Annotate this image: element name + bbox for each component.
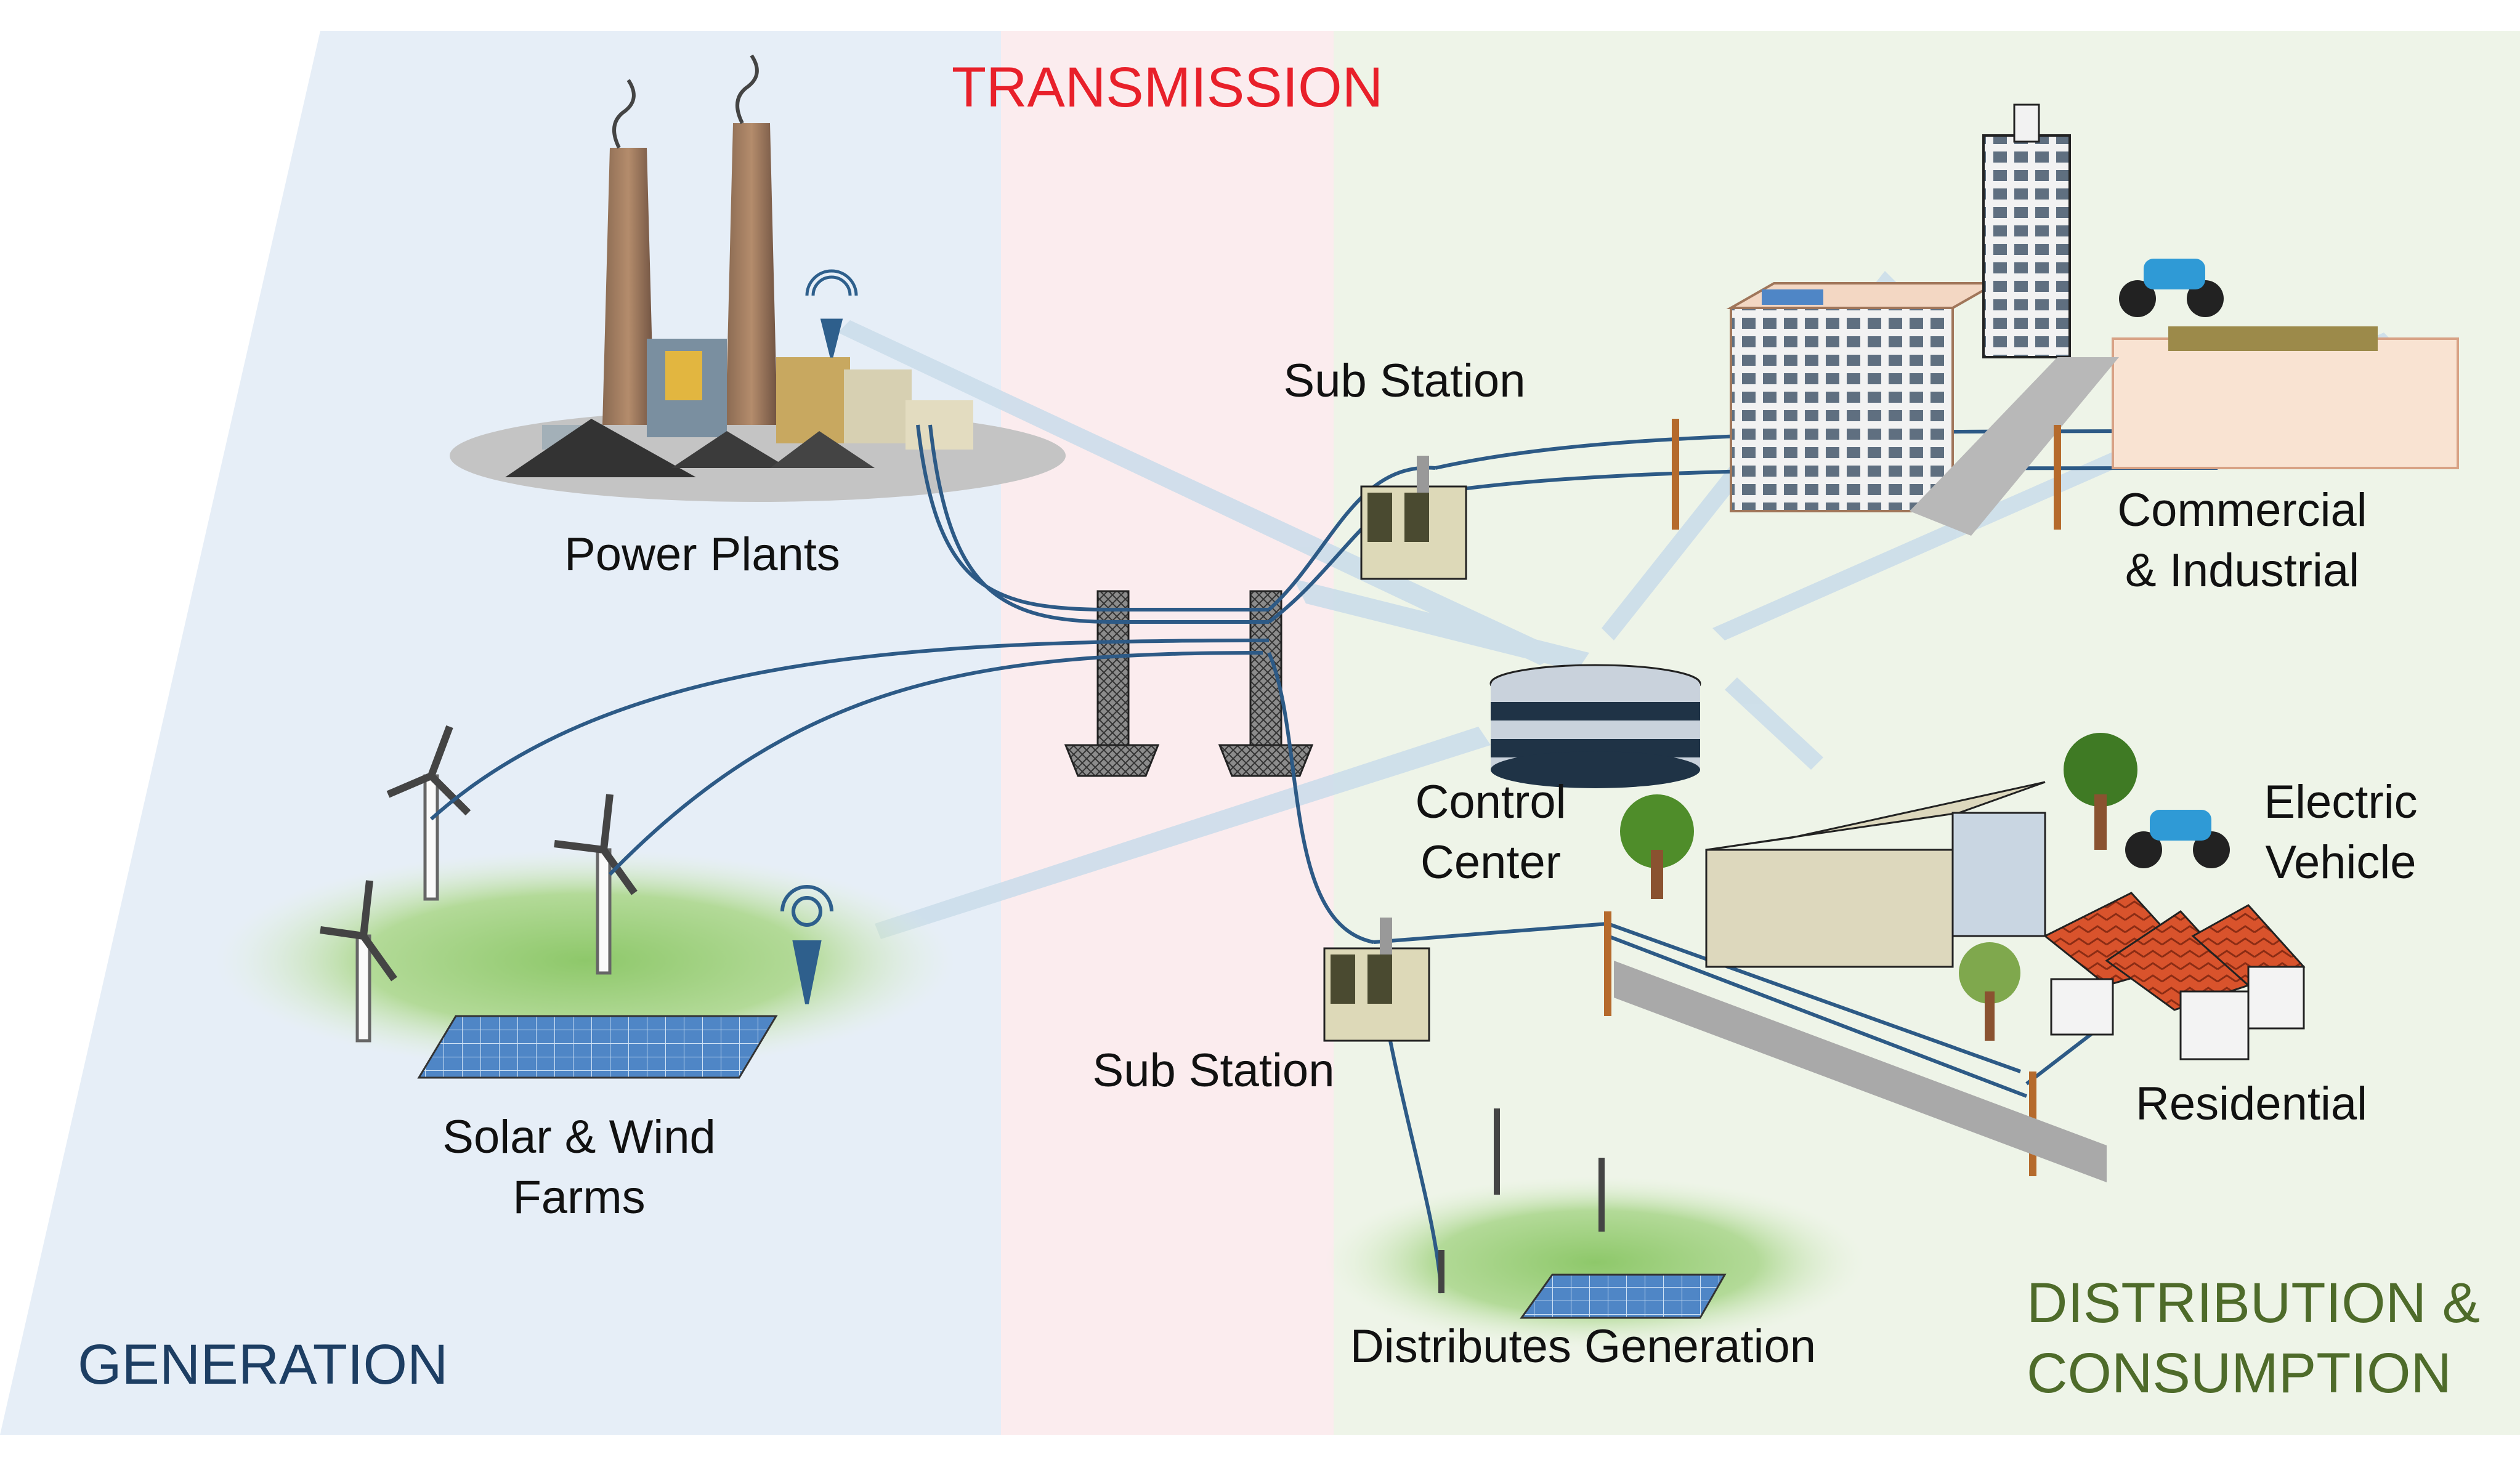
control-center-icon	[1489, 664, 1701, 788]
antenna-icon	[805, 269, 858, 358]
zone-title-generation: GENERATION	[78, 1333, 448, 1396]
distributed-turbines	[1438, 1108, 1605, 1293]
label-power-plants: Power Plants	[564, 528, 840, 581]
substation-top-icon	[1360, 456, 1467, 580]
power-plant-illustration	[450, 54, 1066, 502]
commercial-buildings	[1726, 103, 2459, 536]
label-ev-line1: Electric	[2264, 776, 2418, 828]
label-commercial-line2: & Industrial	[2125, 544, 2360, 597]
label-commercial-line1: Commercial	[2117, 484, 2367, 536]
label-solar-wind-line2: Farms	[513, 1171, 646, 1224]
solar-panel-array	[417, 1015, 778, 1079]
label-sub-station-bottom: Sub Station	[1092, 1044, 1335, 1097]
label-control-center-line2: Center	[1420, 836, 1562, 889]
transmission-zone	[1001, 31, 1334, 1435]
label-control-center-line1: Control	[1415, 776, 1566, 828]
farm-antenna-icon	[780, 885, 833, 1004]
distributed-solar-panels	[1520, 1273, 1727, 1319]
label-solar-wind-line1: Solar & Wind	[442, 1111, 716, 1163]
label-ev-line2: Vehicle	[2265, 836, 2417, 889]
zone-title-distribution-line1: DISTRIBUTION &	[2027, 1272, 2481, 1334]
residential-houses	[2043, 892, 2306, 1060]
electric-vehicle-icons	[2119, 259, 2230, 868]
zone-title-distribution-line2: CONSUMPTION	[2027, 1342, 2452, 1405]
label-residential: Residential	[2136, 1078, 2367, 1130]
zone-title-transmission: TRANSMISSION	[951, 56, 1384, 119]
wind-turbines	[320, 725, 638, 1043]
substation-bottom-icon	[1323, 918, 1430, 1042]
label-distributed-generation: Distributes Generation	[1350, 1320, 1817, 1373]
office-building	[1705, 781, 2046, 968]
distributed-grass	[1324, 1176, 1866, 1349]
road	[1614, 961, 2107, 1182]
trees	[1620, 733, 2137, 1041]
label-sub-station-top: Sub Station	[1283, 355, 1526, 407]
